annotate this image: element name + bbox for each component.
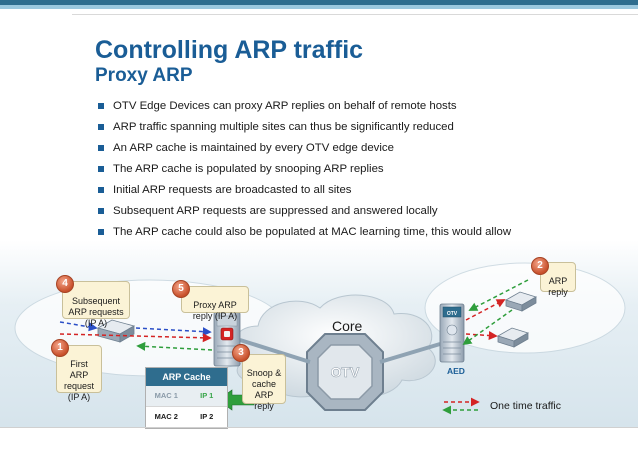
arrow-subsequent-request-blue bbox=[59, 321, 98, 332]
ip-cell: IP 1 bbox=[200, 391, 214, 400]
bullet-item: An ARP cache is maintained by every OTV … bbox=[96, 141, 526, 155]
arrow-broadcast-red-top bbox=[465, 299, 506, 321]
arrow-arp-reply-green bbox=[462, 309, 513, 346]
bullet-item: Initial ARP requests are broadcasted to … bbox=[96, 183, 526, 197]
arrow-broadcast-red-bottom bbox=[465, 331, 498, 341]
mac-cell: MAC 1 bbox=[154, 391, 178, 400]
bullet-item: ARP traffic spanning multiple sites can … bbox=[96, 120, 526, 134]
link-left-core bbox=[239, 338, 311, 364]
callout-text: Subsequent ARP requests (IP A) bbox=[68, 296, 124, 328]
ip-cell: IP 2 bbox=[200, 412, 214, 421]
table-row: MAC 2 IP 2 bbox=[146, 406, 227, 427]
edge-device-right-aed: OTV bbox=[439, 303, 465, 363]
aed-label: AED bbox=[447, 366, 465, 376]
slide-title: Controlling ARP traffic bbox=[95, 36, 364, 64]
callout-step-3: Snoop & cache ARP reply bbox=[242, 354, 286, 411]
callout-text: Snoop & cache ARP reply bbox=[246, 368, 282, 411]
otv-logo: OTV bbox=[306, 333, 384, 411]
bullet-list: OTV Edge Devices can proxy ARP replies o… bbox=[96, 99, 526, 260]
arp-cache-table: ARP Cache MAC 1 IP 1 MAC 2 IP 2 bbox=[145, 367, 228, 429]
host-right-top bbox=[505, 291, 537, 312]
otv-logo-text: OTV bbox=[331, 364, 360, 380]
top-bar-dark bbox=[0, 0, 638, 5]
host-right-bottom bbox=[497, 327, 529, 348]
callout-text: First ARP request (IP A) bbox=[63, 359, 95, 402]
top-divider bbox=[72, 14, 638, 15]
table-row: MAC 1 IP 1 bbox=[146, 386, 227, 406]
step-badge-4: 4 bbox=[56, 275, 74, 293]
link-core-right bbox=[379, 342, 441, 364]
step-badge-1: 1 bbox=[51, 339, 69, 357]
arrow-request-host-to-edge-blue bbox=[135, 327, 212, 337]
callout-step-1: First ARP request (IP A) bbox=[56, 345, 102, 402]
core-label: Core bbox=[332, 318, 363, 334]
mac-cell: MAC 2 bbox=[154, 412, 178, 421]
callout-text: Proxy ARP reply (IP A) bbox=[192, 300, 238, 321]
network-diagram: OTV OTV bbox=[14, 262, 626, 415]
device-otv-label: OTV bbox=[447, 311, 458, 317]
step-badge-5: 5 bbox=[172, 280, 190, 298]
callout-step-4: Subsequent ARP requests (IP A) bbox=[62, 281, 130, 328]
step-badge-2: 2 bbox=[531, 257, 549, 275]
top-bar bbox=[0, 0, 638, 10]
bottom-divider bbox=[0, 427, 638, 428]
bullet-item: The ARP cache is populated by snooping A… bbox=[96, 162, 526, 176]
top-bar-light bbox=[0, 5, 638, 9]
arrow-proxy-reply-green bbox=[136, 341, 213, 351]
step-badge-3: 3 bbox=[232, 344, 250, 362]
slide-subtitle: Proxy ARP bbox=[95, 65, 193, 86]
bullet-item: Subsequent ARP requests are suppressed a… bbox=[96, 204, 526, 218]
arp-cache-title: ARP Cache bbox=[146, 368, 227, 386]
arrow-arp-reply-green-long bbox=[468, 279, 529, 311]
callout-step-5: Proxy ARP reply (IP A) bbox=[181, 286, 249, 321]
bullet-item: OTV Edge Devices can proxy ARP replies o… bbox=[96, 99, 526, 113]
legend-label: One time traffic bbox=[490, 400, 561, 412]
callout-text: ARP reply bbox=[548, 276, 568, 297]
